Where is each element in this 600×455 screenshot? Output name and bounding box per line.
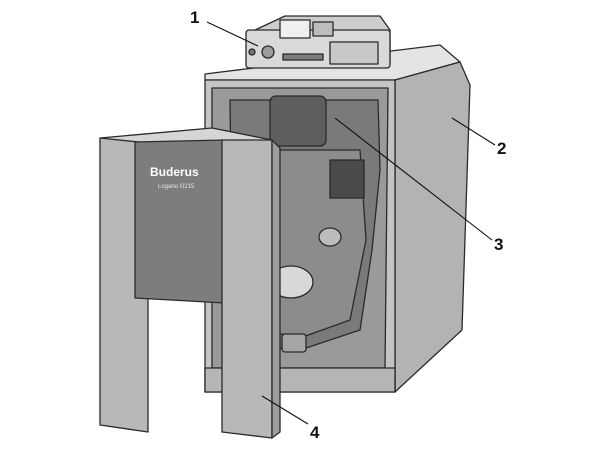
control-unit-keypad [312, 21, 334, 37]
front-panel-right-leg [221, 139, 273, 439]
casing-side-panel [394, 61, 471, 393]
leader-line-2 [451, 117, 496, 146]
side-component [329, 159, 365, 199]
callout-1: 1 [190, 8, 200, 27]
callout-4: 4 [310, 423, 320, 442]
inspection-port [318, 227, 342, 247]
callout-2: 2 [497, 139, 507, 158]
flue-collar [269, 95, 327, 147]
control-module-right [329, 41, 379, 65]
leader-line-3 [334, 117, 493, 241]
control-switch [248, 48, 256, 56]
control-unit-display [279, 19, 311, 39]
control-knob [261, 45, 275, 59]
callout-3: 3 [494, 235, 504, 254]
brand-model: Logano G215 [158, 184, 195, 190]
control-slot [282, 53, 324, 61]
leader-line-4 [261, 395, 309, 425]
leader-line-1 [206, 21, 259, 47]
brand-name: Buderus [150, 165, 199, 179]
front-panel-right-side [271, 139, 281, 439]
bottom-pipe [281, 333, 307, 353]
